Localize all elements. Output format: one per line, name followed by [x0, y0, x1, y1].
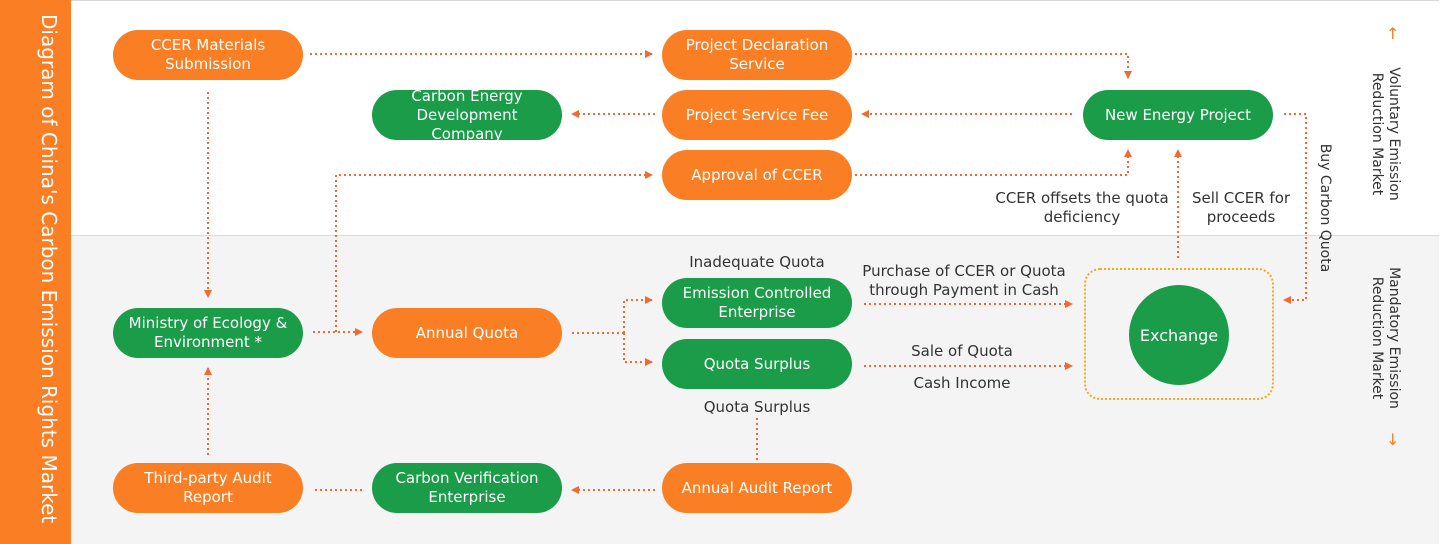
sell-ccer-label: Sell CCER for proceeds	[1191, 189, 1291, 226]
arrow-split-to-emission	[623, 296, 653, 333]
arrow-approval-to-newenergy	[855, 149, 1132, 176]
quota-surplus-label: Quota Surplus	[703, 398, 811, 416]
project-declaration-node: Project Declaration Service	[662, 30, 852, 80]
buy-carbon-quota-label: Buy Carbon Quota	[1317, 143, 1333, 273]
annual-audit-node: Annual Audit Report	[662, 463, 852, 513]
arrow-ministry-to-approval	[335, 171, 653, 332]
arrow-split-to-surplus	[623, 333, 653, 366]
quota-surplus-node: Quota Surplus	[662, 339, 852, 389]
cash-income-label: Cash Income	[913, 374, 1011, 392]
purchase-label: Purchase of CCER or Quota through Paymen…	[862, 262, 1066, 299]
arrow-down-icon: ↓	[1386, 430, 1400, 449]
third-party-audit-node: Third-party Audit Report	[113, 463, 303, 513]
emission-controlled-node: Emission Controlled Enterprise	[662, 278, 852, 328]
ccer-offsets-label: CCER offsets the quota deficiency	[995, 189, 1169, 226]
exchange-node: Exchange	[1129, 285, 1229, 385]
project-service-fee-node: Project Service Fee	[662, 90, 852, 140]
ministry-node: Ministry of Ecology & Environment *	[113, 308, 303, 358]
carbon-energy-dev-node: Carbon Energy Development Company	[372, 87, 562, 143]
sidebar: Diagram of China's Carbon Emission Right…	[0, 0, 71, 544]
new-energy-project-node: New Energy Project	[1083, 90, 1273, 140]
exchange-boundary	[1084, 268, 1274, 400]
arrow-declaration-to-newenergy	[855, 53, 1132, 79]
ccer-materials-node: CCER Materials Submission	[113, 30, 303, 80]
mandatory-market-label: Mandatory Emission Reduction Market	[1369, 267, 1402, 409]
approval-ccer-node: Approval of CCER	[662, 150, 852, 200]
annual-quota-node: Annual Quota	[372, 308, 562, 358]
arrow-newenergy-to-exchange	[1283, 113, 1307, 304]
arrow-up-icon: ↑	[1386, 24, 1400, 43]
sale-of-quota-label: Sale of Quota	[911, 342, 1013, 360]
carbon-verification-node: Carbon Verification Enterprise	[372, 463, 562, 513]
inadequate-quota-label: Inadequate Quota	[689, 253, 825, 271]
voluntary-market-label: Voluntary Emission Reduction Market	[1369, 67, 1402, 201]
